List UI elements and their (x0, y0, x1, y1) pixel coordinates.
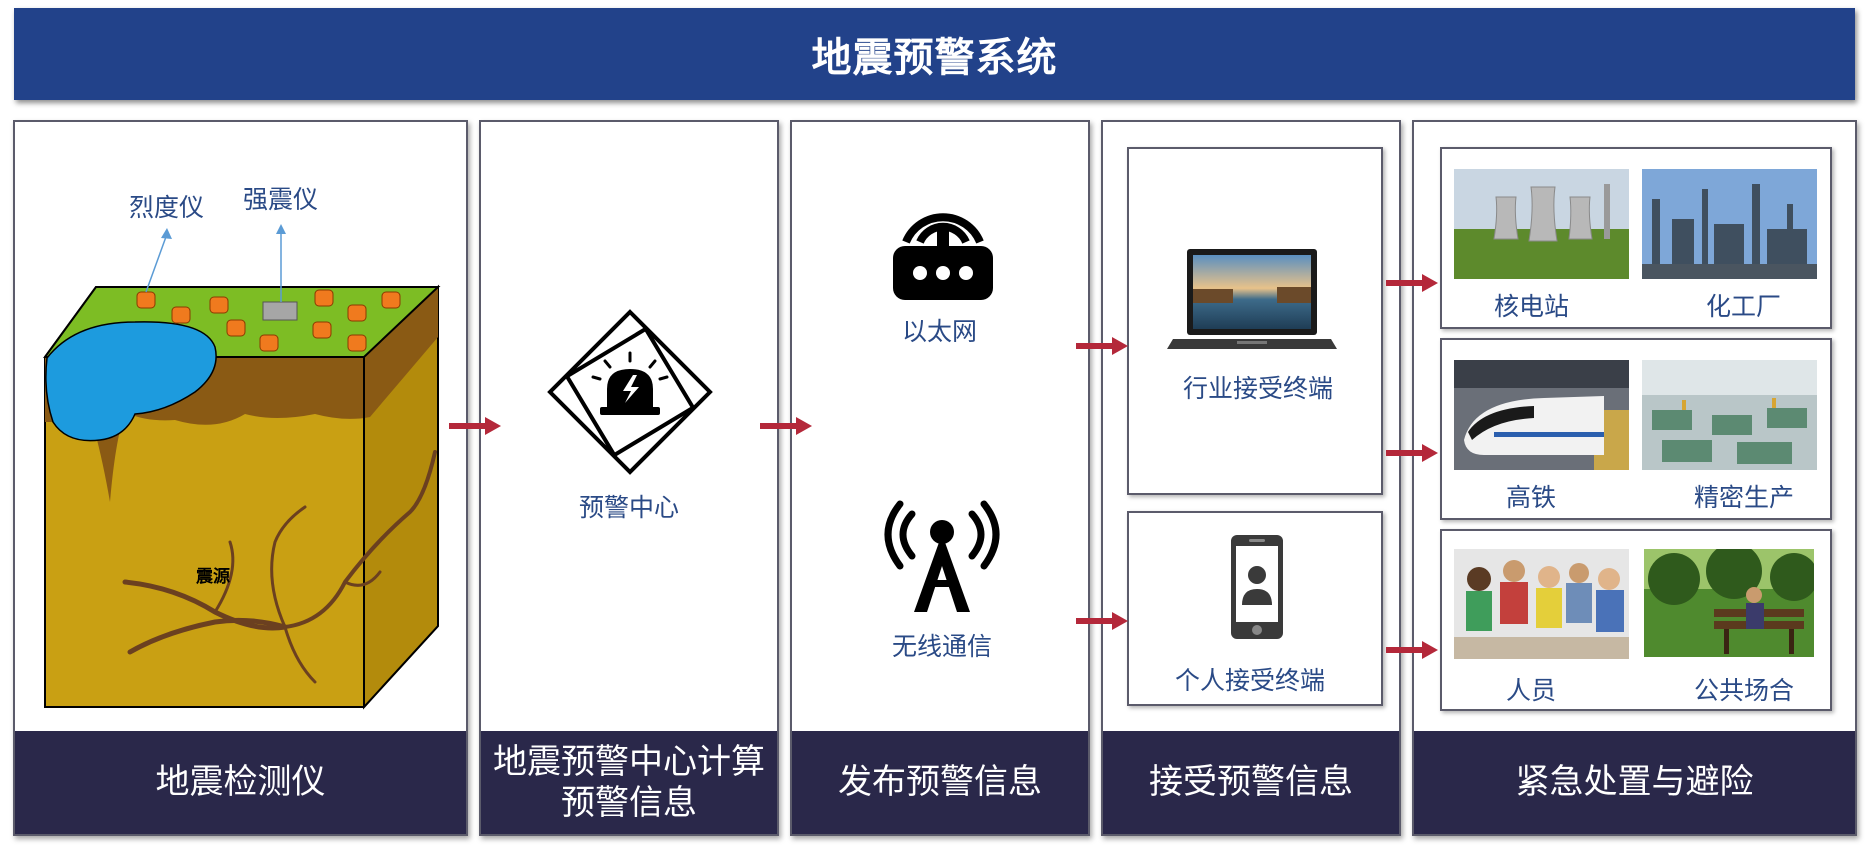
panel-compute: 预警中心 地震预警中心计算 预警信息 (479, 120, 779, 836)
panel-publish: 以太网 无线通信 发布预警信息 (790, 120, 1090, 836)
footer-compute-line1: 地震预警中心计算 (493, 741, 765, 782)
strong-motion-box (262, 301, 298, 321)
footer-receive: 接受预警信息 (1103, 731, 1399, 834)
earth-block-illustration (43, 224, 441, 710)
laptop-image (1167, 249, 1337, 349)
footer-publish: 发布预警信息 (792, 731, 1088, 834)
footer-detection: 地震检测仪 (15, 731, 466, 834)
response-box-people: 人员 公共场合 (1440, 529, 1832, 711)
panel-response: 核电站 化工厂 高铁 精密生产 (1412, 120, 1857, 836)
epicenter-label: 震源 (196, 567, 230, 587)
personal-terminal-box: 个人接受终端 (1127, 511, 1383, 706)
public-place-photo (1644, 549, 1814, 657)
strong-motion-meter-label: 强震仪 (243, 185, 319, 214)
warning-center-label: 预警中心 (579, 493, 680, 522)
response-item-nuclear: 核电站 (1494, 292, 1570, 321)
arrow-receive-to-transport (1386, 444, 1438, 462)
people-photo (1454, 549, 1629, 659)
panel-receive: 行业接受终端 个人接受终端 接受预警信息 (1101, 120, 1401, 836)
smartphone-icon (1231, 535, 1283, 639)
page-title: 地震预警系统 (14, 8, 1855, 100)
nuclear-plant-photo (1454, 169, 1629, 279)
precision-manufacturing-photo (1642, 360, 1817, 470)
alarm-center-icon (547, 309, 713, 475)
personal-terminal-label: 个人接受终端 (1175, 666, 1326, 695)
response-item-people: 人员 (1506, 676, 1557, 705)
wireless-tower-icon (884, 500, 1000, 612)
footer-compute-line2: 预警信息 (561, 782, 697, 823)
response-box-industrial: 核电站 化工厂 (1440, 147, 1832, 329)
footer-response: 紧急处置与避险 (1414, 731, 1855, 834)
fault-lines (122, 450, 437, 684)
lake-shape (45, 321, 217, 442)
ethernet-label: 以太网 (902, 317, 978, 346)
industry-terminal-box: 行业接受终端 (1127, 147, 1383, 495)
arrow-receive-to-people (1386, 641, 1438, 659)
arrow-publish-to-personal (1076, 612, 1128, 630)
footer-compute: 地震预警中心计算 预警信息 (481, 731, 777, 834)
response-item-precision: 精密生产 (1694, 483, 1795, 512)
wireless-label: 无线通信 (892, 632, 993, 661)
router-icon (893, 213, 993, 300)
panel-detection: 烈度仪 强震仪 震源 地震检测仪 (13, 120, 468, 836)
response-box-transport: 高铁 精密生产 (1440, 338, 1832, 520)
arrow-compute-to-publish (760, 417, 812, 435)
high-speed-rail-photo (1454, 360, 1629, 470)
chemical-plant-photo (1642, 169, 1817, 279)
response-item-chemical: 化工厂 (1706, 292, 1782, 321)
arrow-publish-to-industry (1076, 337, 1128, 355)
response-item-public: 公共场合 (1694, 676, 1795, 705)
arrow-receive-to-industrial (1386, 274, 1438, 292)
sensor-cylinders (136, 289, 401, 352)
response-item-rail: 高铁 (1506, 483, 1557, 512)
intensity-meter-label: 烈度仪 (129, 193, 205, 222)
arrow-detect-to-compute (449, 417, 501, 435)
industry-terminal-label: 行业接受终端 (1183, 374, 1334, 403)
